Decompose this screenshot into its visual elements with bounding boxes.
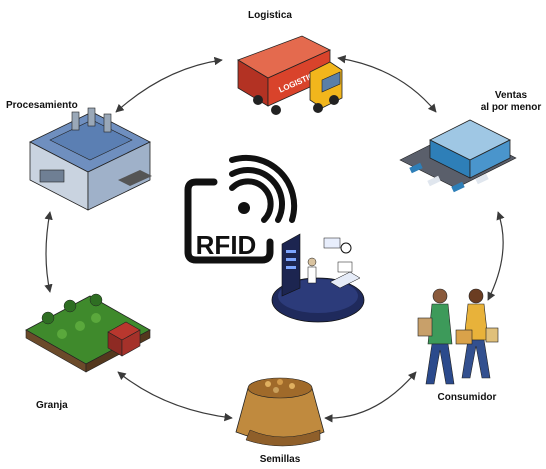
lab-icon bbox=[271, 233, 365, 323]
shoppers-icon bbox=[417, 288, 499, 385]
arrow-farm-processing bbox=[44, 211, 53, 293]
label-retail: Ventas al por menor bbox=[478, 90, 544, 114]
truck-icon: LOGISTICS bbox=[237, 35, 343, 115]
label-seeds: Semillas bbox=[259, 454, 301, 465]
arrow-seeds-farm bbox=[117, 371, 233, 422]
cycle-arrows bbox=[44, 55, 505, 423]
arrow-retail-consumer bbox=[487, 211, 505, 301]
seed-sack-icon bbox=[235, 377, 325, 447]
arrow-consumer-seeds bbox=[324, 371, 417, 423]
label-farm: Granja bbox=[36, 400, 68, 411]
arrow-processing-logistics bbox=[115, 56, 223, 113]
factory-icon bbox=[29, 107, 152, 211]
label-retail-line2: al por menor bbox=[480, 102, 542, 113]
label-retail-line1: Ventas bbox=[494, 90, 528, 101]
farm-icon bbox=[25, 293, 151, 373]
label-processing: Procesamiento bbox=[6, 100, 78, 111]
store-icon bbox=[399, 119, 517, 193]
arrow-logistics-retail bbox=[337, 55, 437, 113]
label-consumer: Consumidor bbox=[437, 392, 497, 403]
label-logistics: Logistica bbox=[248, 10, 292, 21]
rfid-icon: RFID bbox=[184, 154, 298, 264]
rfid-label: RFID bbox=[196, 230, 257, 260]
